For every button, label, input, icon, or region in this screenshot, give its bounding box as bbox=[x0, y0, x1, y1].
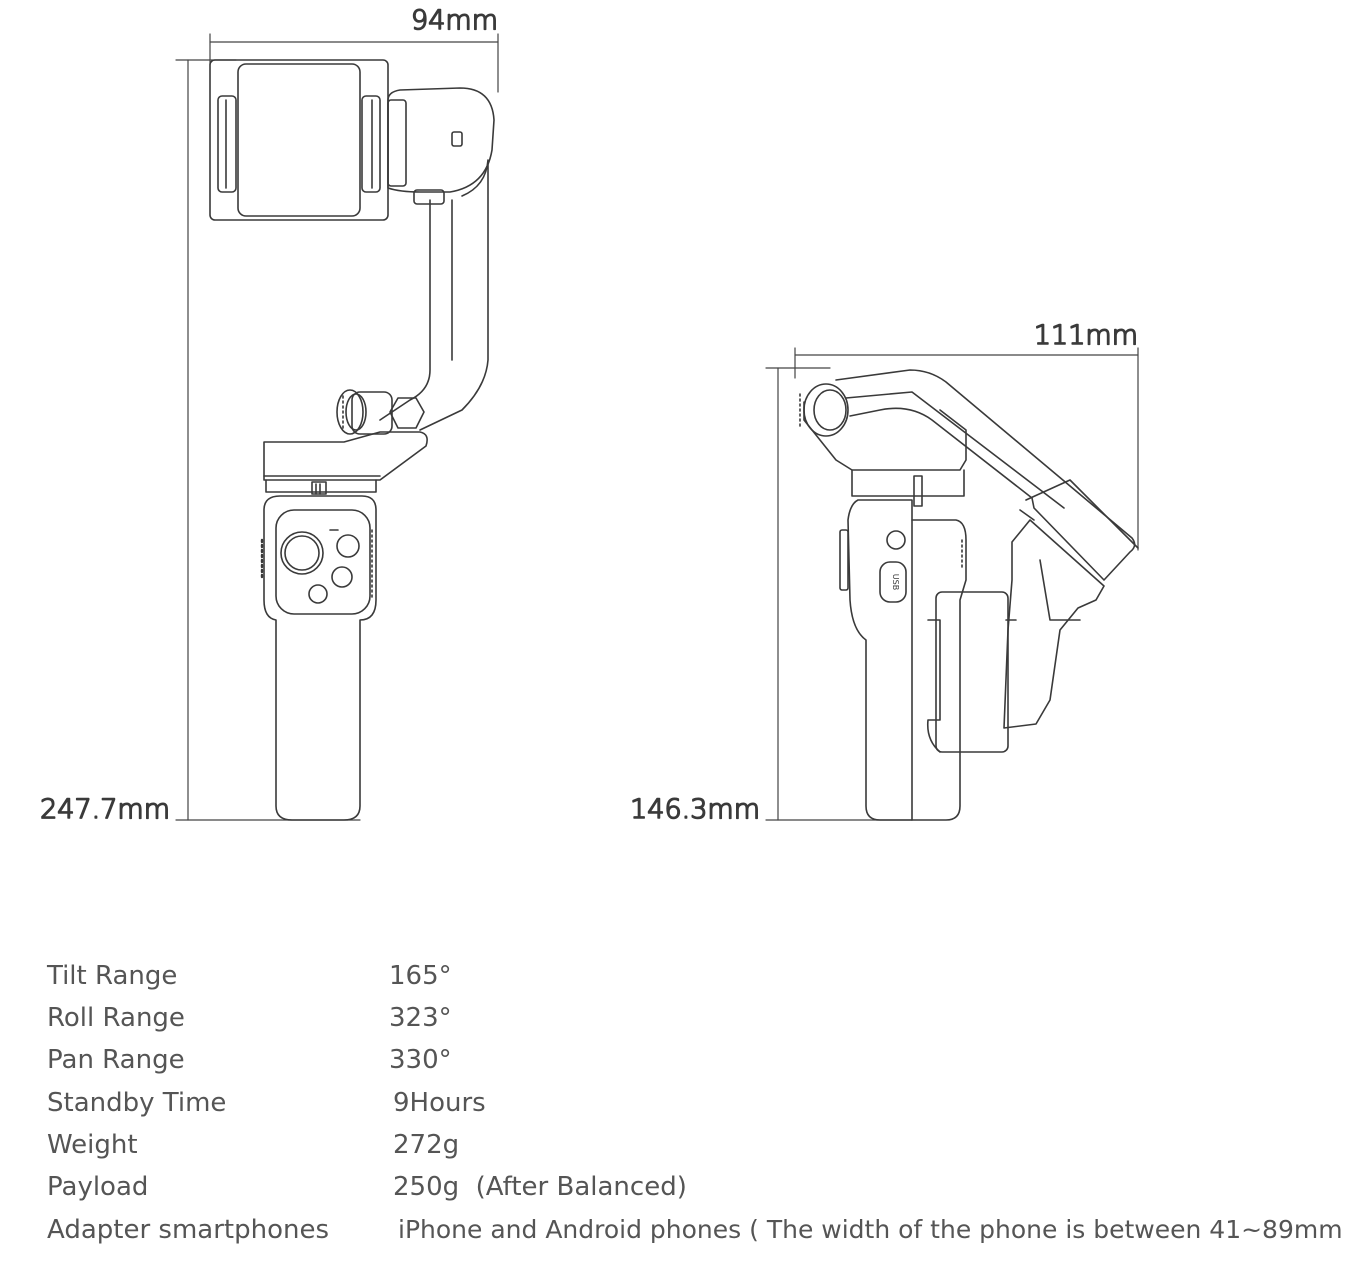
spec-label: Roll Range bbox=[47, 1003, 185, 1033]
spec-value: iPhone and Android phones ( The width of… bbox=[398, 1215, 1351, 1244]
spec-label: Standby Time bbox=[47, 1088, 227, 1118]
spec-value: 272g bbox=[393, 1130, 460, 1160]
side-view: USB bbox=[765, 347, 1139, 821]
spec-value: 250g (After Balanced) bbox=[393, 1172, 687, 1202]
side-height-label: 146.3mm bbox=[630, 794, 760, 825]
spec-label: Adapter smartphones bbox=[47, 1215, 330, 1245]
folded-arm bbox=[835, 369, 1139, 581]
front-width-dimension-line bbox=[209, 33, 499, 93]
side-folding-knob bbox=[799, 383, 967, 471]
spec-label: Payload bbox=[47, 1172, 149, 1202]
spec-value: 323° bbox=[389, 1003, 452, 1033]
phone-clamp bbox=[209, 59, 389, 221]
roll-motor bbox=[387, 87, 495, 205]
spec-value: 165° bbox=[389, 961, 452, 991]
side-width-dimension-line bbox=[794, 347, 1139, 551]
spec-label: Pan Range bbox=[47, 1045, 185, 1075]
spec-label: Tilt Range bbox=[47, 961, 178, 991]
front-height-label: 247.7mm bbox=[40, 794, 170, 825]
gimbal-diagram: USB 94mm 247.7mm 111mm 146.3mm bbox=[39, 4, 1139, 826]
handle bbox=[260, 495, 377, 821]
usb-label: USB bbox=[891, 574, 900, 590]
side-handle: USB bbox=[839, 499, 967, 821]
front-width-label: 94mm bbox=[411, 5, 498, 36]
front-height-dimension-line bbox=[175, 59, 361, 821]
spec-value: 9Hours bbox=[393, 1088, 486, 1118]
pan-motor-block bbox=[263, 431, 428, 495]
side-width-label: 111mm bbox=[1034, 320, 1138, 351]
spec-value: 330° bbox=[389, 1045, 452, 1075]
spec-label: Weight bbox=[47, 1130, 138, 1160]
side-phone-clamp bbox=[926, 519, 1105, 753]
side-height-dimension-line bbox=[765, 367, 913, 821]
front-view bbox=[175, 33, 499, 821]
folding-knob bbox=[336, 389, 425, 435]
vertical-arm bbox=[379, 159, 489, 431]
side-pan-block bbox=[851, 469, 965, 507]
